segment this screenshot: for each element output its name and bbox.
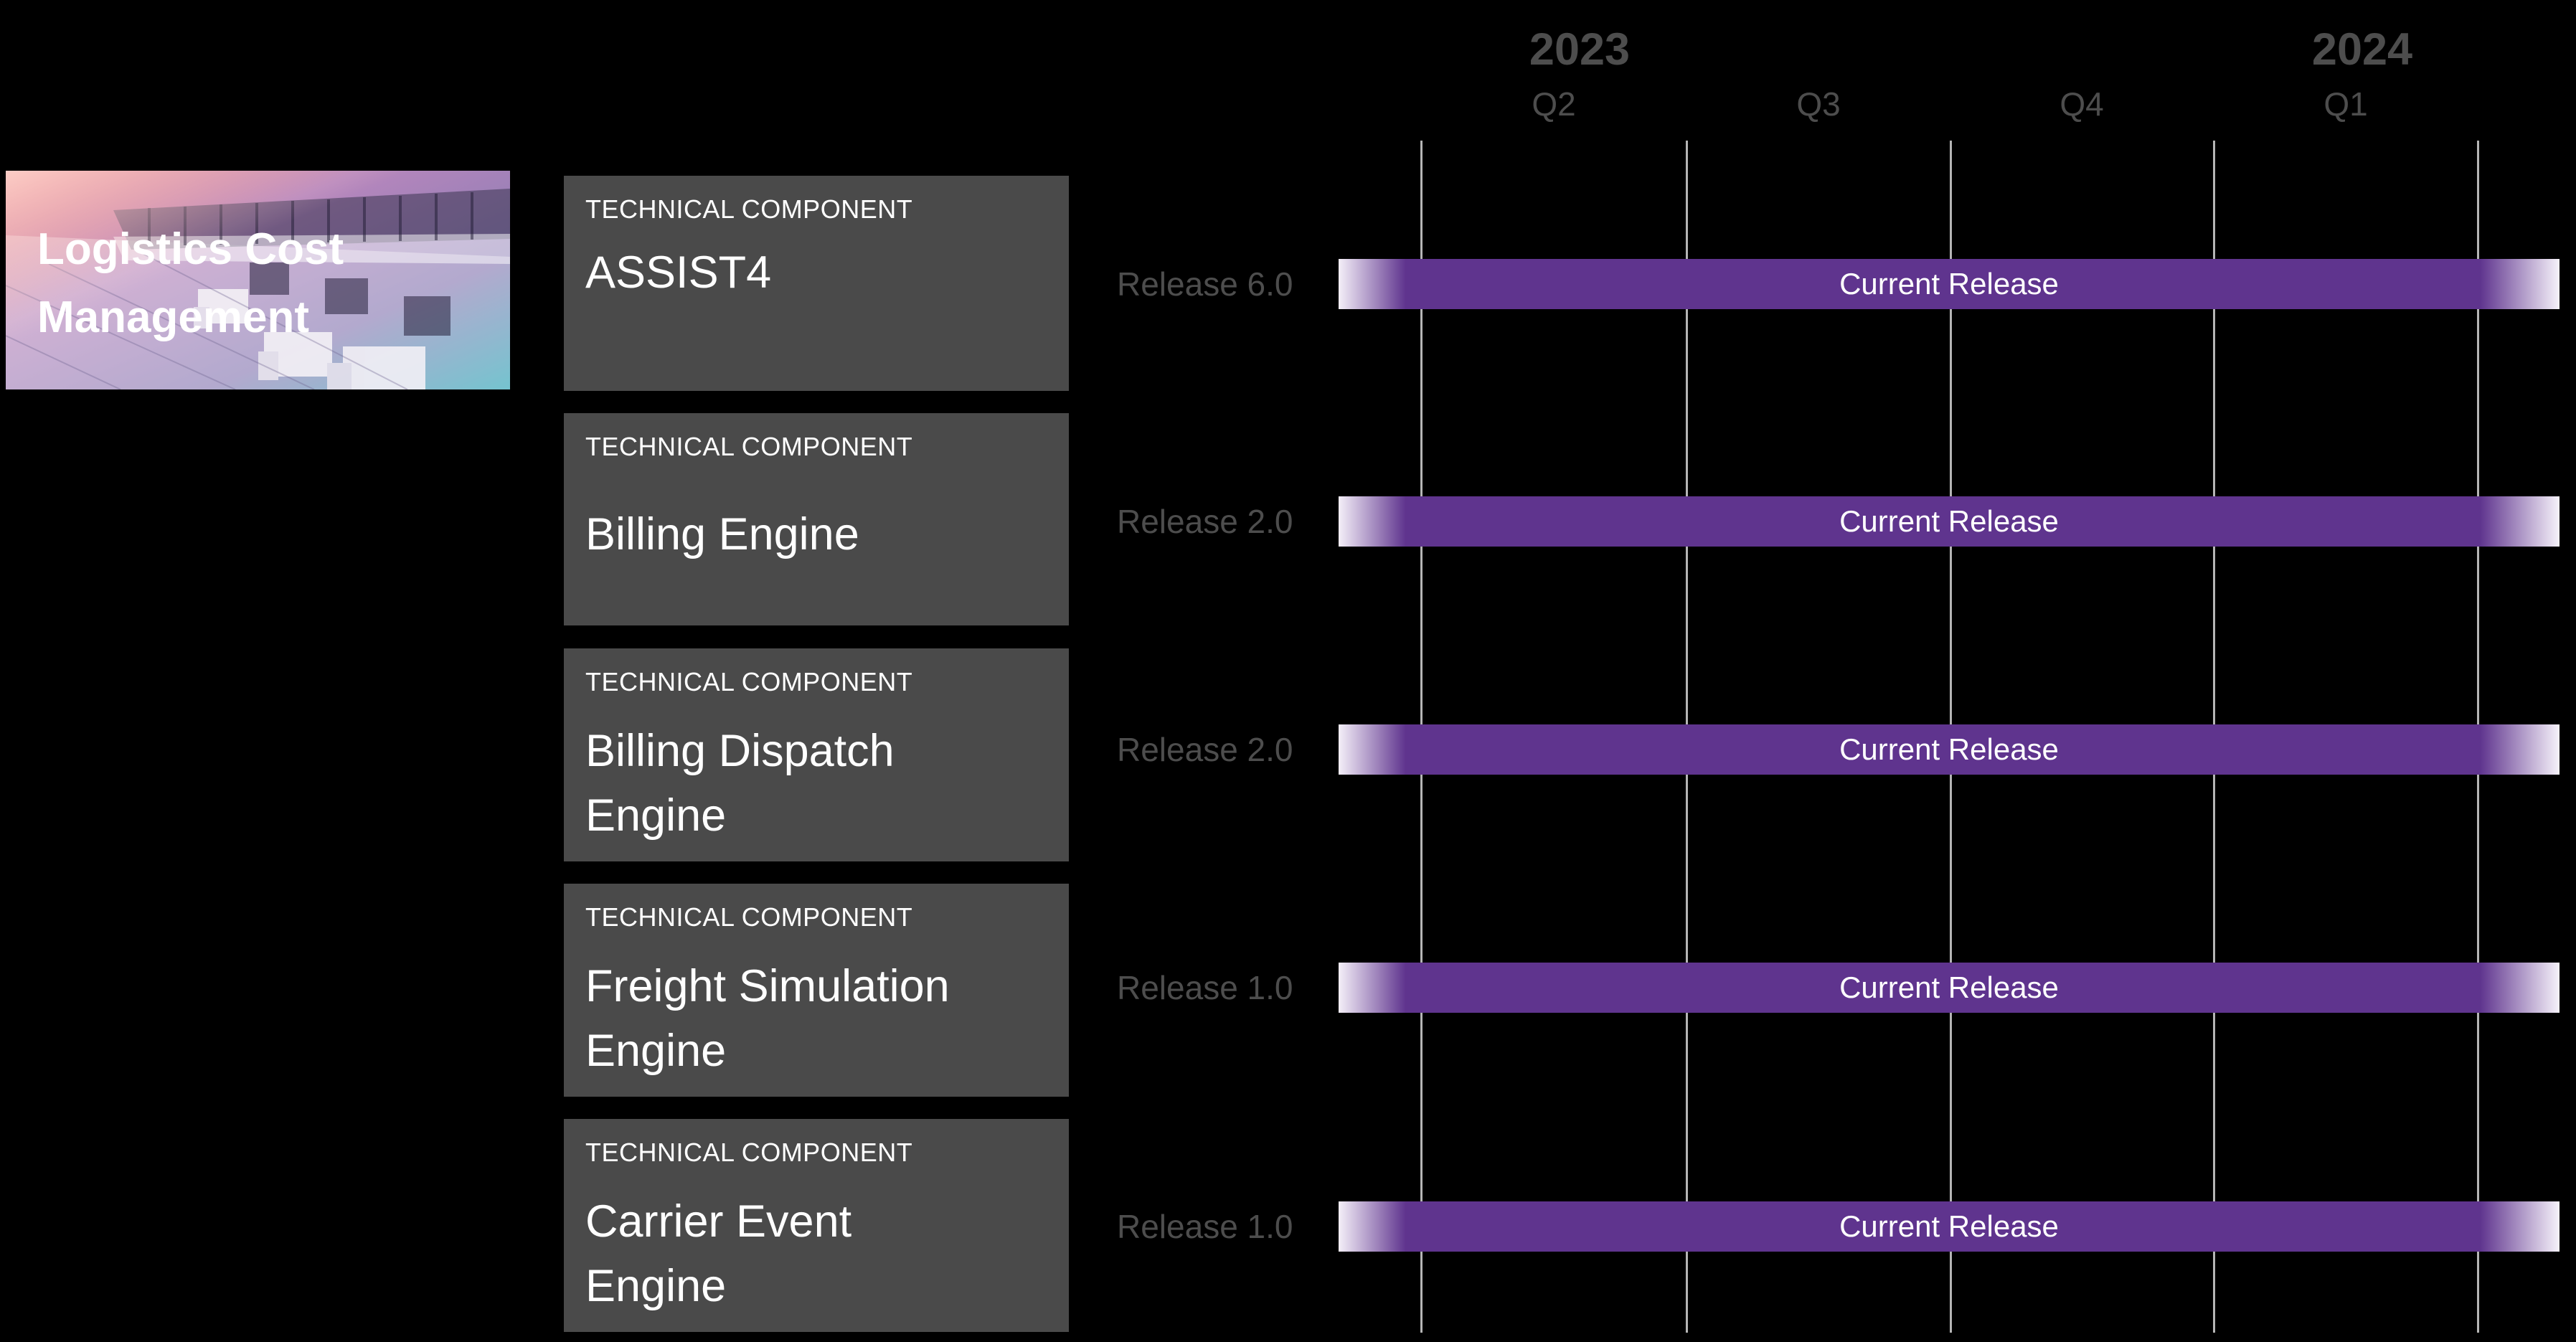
quarter-label-q3: Q3 — [1796, 85, 1841, 123]
year-label-2024: 2024 — [2311, 24, 2413, 75]
component-name: Billing Engine — [585, 509, 859, 559]
component-name: Carrier Event Engine — [585, 1196, 852, 1311]
release-version-label: Release 2.0 — [1117, 731, 1293, 768]
product-title-line2: Management — [37, 293, 309, 342]
component-type-label: TECHNICAL COMPONENT — [585, 432, 913, 461]
product-title-line1: Logistics Cost — [37, 225, 344, 274]
component-name: ASSIST4 — [585, 247, 772, 298]
product-title: Logistics Cost Management — [37, 215, 344, 351]
quarter-label-q1: Q1 — [2323, 85, 2368, 123]
component-card-carrier-event-engine: TECHNICAL COMPONENT Carrier Event Engine — [564, 1119, 1069, 1332]
release-bar-label: Current Release — [1839, 1209, 2059, 1243]
quarter-label-q2: Q2 — [1532, 85, 1576, 123]
release-bar: Current Release — [1339, 496, 2560, 547]
component-type-label: TECHNICAL COMPONENT — [585, 667, 913, 696]
release-bar: Current Release — [1339, 963, 2560, 1013]
release-version-label: Release 1.0 — [1117, 969, 1293, 1006]
release-bar-label: Current Release — [1839, 267, 2059, 301]
quarter-label-q4: Q4 — [2060, 85, 2104, 123]
component-card-freight-simulation-engine: TECHNICAL COMPONENT Freight Simulation E… — [564, 884, 1069, 1097]
release-bar-label: Current Release — [1839, 970, 2059, 1004]
release-bar: Current Release — [1339, 724, 2560, 775]
component-name: Freight Simulation Engine — [585, 961, 950, 1076]
component-card-billing-dispatch-engine: TECHNICAL COMPONENT Billing Dispatch Eng… — [564, 648, 1069, 861]
component-type-label: TECHNICAL COMPONENT — [585, 1138, 913, 1167]
component-type-label: TECHNICAL COMPONENT — [585, 902, 913, 932]
release-version-label: Release 1.0 — [1117, 1208, 1293, 1245]
release-bar-label: Current Release — [1839, 732, 2059, 766]
release-version-label: Release 2.0 — [1117, 503, 1293, 540]
component-card-billing-engine: TECHNICAL COMPONENT Billing Engine — [564, 413, 1069, 625]
release-bar-label: Current Release — [1839, 504, 2059, 538]
release-version-label: Release 6.0 — [1117, 265, 1293, 303]
release-bar: Current Release — [1339, 259, 2560, 309]
product-card: Logistics Cost Management — [6, 171, 510, 389]
release-bar: Current Release — [1339, 1201, 2560, 1252]
component-type-label: TECHNICAL COMPONENT — [585, 194, 913, 224]
component-name: Billing Dispatch Engine — [585, 726, 895, 841]
component-card-assist4: TECHNICAL COMPONENT ASSIST4 — [564, 176, 1069, 391]
warehouse-photo — [6, 171, 510, 389]
year-label-2023: 2023 — [1529, 24, 1631, 75]
